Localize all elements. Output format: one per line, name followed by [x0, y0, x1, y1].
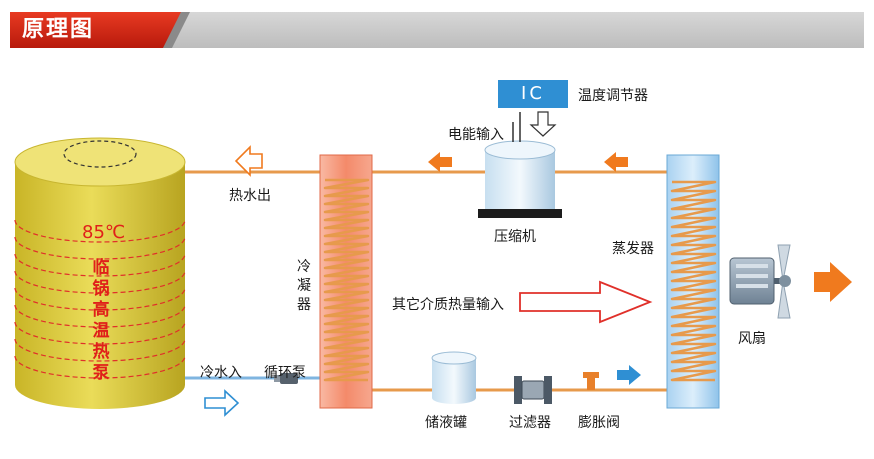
- label-temp-regulator: 温度调节器: [578, 88, 648, 104]
- label-other-heat-input: 其它介质热量输入: [392, 297, 504, 313]
- hot-water-out-arrow-icon: [234, 145, 263, 177]
- evaporator: [666, 154, 720, 409]
- filter: [514, 376, 552, 404]
- compressor: [478, 140, 562, 218]
- label-compressor: 压缩机: [494, 229, 536, 245]
- ic-down-arrow-icon: [529, 111, 557, 137]
- power-input-connector: [512, 112, 521, 142]
- expansion-valve: [583, 372, 599, 390]
- label-cold-water-in: 冷水入: [200, 365, 242, 381]
- tank-temperature: 85℃: [82, 222, 126, 243]
- label-receiver-tank: 储液罐: [425, 415, 467, 431]
- tank-title: 临锅高温热泵: [92, 258, 110, 383]
- header-tab: [10, 12, 188, 48]
- label-hot-water-out: 热水出: [229, 188, 271, 204]
- label-filter: 过滤器: [509, 415, 551, 431]
- hot-water-tank: [14, 137, 186, 409]
- ic-controller: IC: [498, 80, 568, 108]
- flow-arrow-icon: [617, 365, 641, 385]
- label-evaporator: 蒸发器: [612, 241, 654, 257]
- condenser: [319, 154, 373, 409]
- label-fan: 风扇: [738, 331, 766, 347]
- circulation-pump: [274, 373, 298, 384]
- cold-water-in-arrow-icon: [204, 389, 240, 417]
- label-power-input: 电能输入: [448, 127, 504, 143]
- label-expansion-valve: 膨胀阀: [578, 415, 620, 431]
- receiver-tank: [431, 351, 477, 404]
- fan: [729, 244, 791, 319]
- flow-arrow-icon: [604, 152, 628, 172]
- label-circulation-pump: 循环泵: [264, 365, 306, 381]
- label-condenser: 冷凝器: [297, 259, 311, 313]
- page-title: 原理图: [22, 17, 95, 42]
- heat-input-arrow-icon: [519, 280, 653, 324]
- fan-exhaust-arrow-icon: [814, 262, 852, 302]
- flow-arrow-icon: [428, 152, 452, 172]
